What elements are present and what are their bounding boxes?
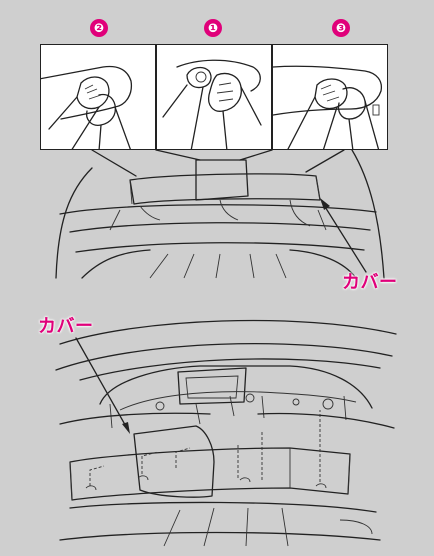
hands-pressing-cover-end-icon: [273, 65, 383, 149]
top-cover-callout: カバー: [342, 272, 398, 293]
step-2-badge: ❷: [90, 19, 108, 37]
hand-pressing-clip-icon: [162, 59, 262, 149]
step-3-frame: [272, 44, 388, 150]
step-2-frame: [40, 44, 156, 150]
step-1-badge: ❶: [204, 19, 222, 37]
hands-pressing-cover-icon: [41, 65, 133, 149]
top-car-rear-drawing: [55, 149, 385, 279]
step-1-frame: [156, 44, 272, 150]
bottom-cover-callout: カバー: [38, 316, 94, 337]
step-3-badge: ❸: [332, 19, 350, 37]
